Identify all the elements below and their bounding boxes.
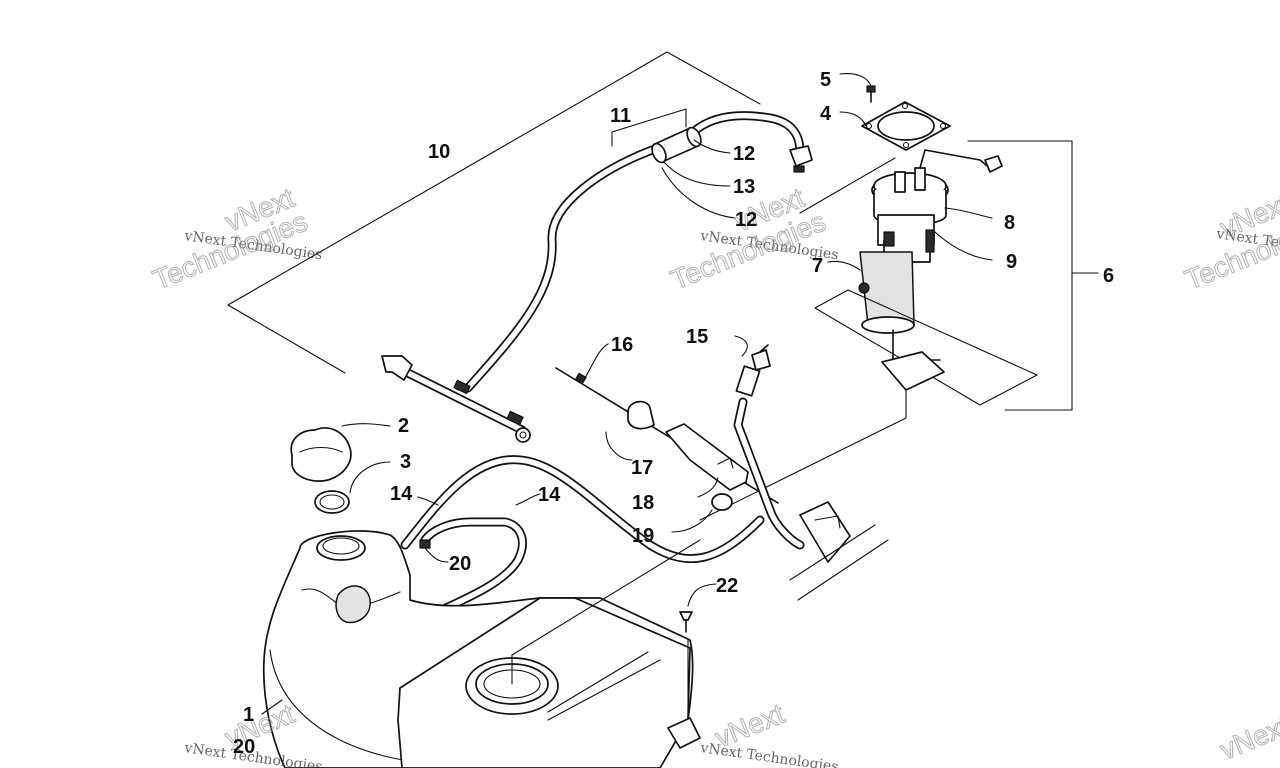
watermark-text: vNext [1216, 710, 1280, 766]
callout-16: 16 [611, 334, 633, 356]
callout-13: 13 [733, 176, 755, 198]
callout-20-upper: 20 [449, 553, 471, 575]
callout-19: 19 [632, 525, 654, 547]
fuel-tank [261, 530, 717, 768]
callout-20-lower: 20 [233, 736, 255, 758]
group-bracket-6 [967, 140, 1099, 411]
callout-6: 6 [1103, 265, 1114, 287]
group-bracket-10 [227, 51, 761, 374]
fuel-cap [290, 423, 391, 514]
callout-12-bottom: 12 [735, 209, 757, 231]
vent-valve-assembly [555, 335, 889, 601]
callout-14-left: 14 [390, 483, 413, 505]
callout-12-top: 12 [733, 143, 755, 165]
callout-10: 10 [428, 141, 450, 163]
callout-15: 15 [686, 326, 708, 348]
inline-filter [651, 126, 702, 164]
callout-18: 18 [632, 492, 654, 514]
callout-11: 11 [610, 105, 631, 127]
callout-4: 4 [820, 103, 832, 125]
fuel-pump-assembly [699, 73, 1038, 521]
callout-3: 3 [400, 451, 411, 473]
callout-1: 1 [243, 704, 254, 726]
leaders-filter [661, 139, 896, 219]
callout-5: 5 [820, 69, 831, 91]
callout-22: 22 [716, 575, 738, 597]
callout-17: 17 [631, 457, 653, 479]
callout-14-right: 14 [538, 484, 561, 506]
callouts: 5 4 11 10 12 13 12 8 9 7 6 15 16 2 3 17 … [233, 69, 1114, 758]
callout-7: 7 [812, 255, 823, 277]
callout-8: 8 [1004, 212, 1015, 234]
callout-2: 2 [398, 415, 409, 437]
watermark-text: vNext Technologies [698, 740, 839, 768]
callout-9: 9 [1006, 251, 1017, 273]
vent-hose [381, 111, 813, 443]
group-bracket-11 [611, 108, 687, 147]
